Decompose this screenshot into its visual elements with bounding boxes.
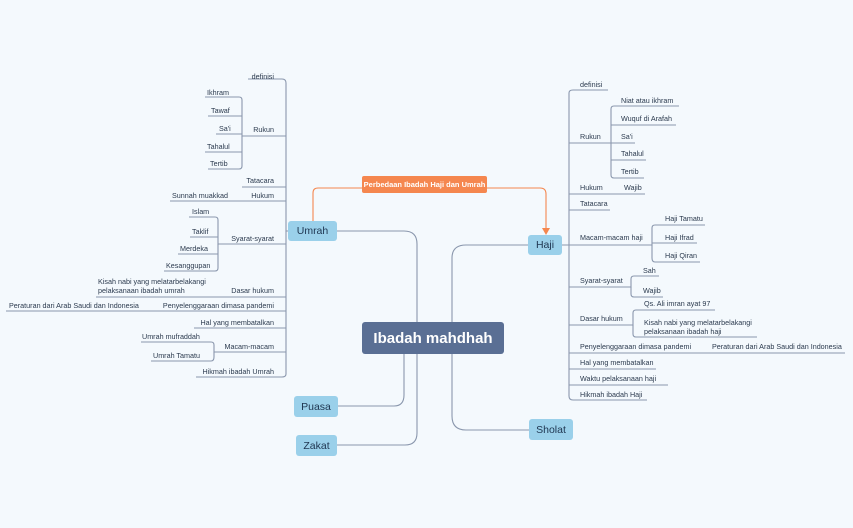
- haji-rukun-item[interactable]: Tahalul: [621, 149, 644, 158]
- haji-waktu[interactable]: Waktu pelaksanaan haji: [580, 374, 657, 383]
- callout-link-umrah: [312, 187, 362, 221]
- umrah-macam-item[interactable]: Umrah Tamatu: [153, 351, 201, 360]
- umrah-hukum[interactable]: Hukum: [251, 191, 274, 200]
- umrah-macam[interactable]: Macam-macam: [224, 342, 274, 351]
- topic-zakat[interactable]: Zakat: [296, 435, 337, 456]
- link-umrah-trunk-down: [196, 230, 288, 378]
- umrah-definisi[interactable]: definisi: [251, 72, 274, 81]
- umrah-macam-item[interactable]: Umrah mufraddah: [142, 332, 200, 341]
- link-haji-trunk-up: [556, 89, 608, 246]
- haji-hukum[interactable]: Hukum: [580, 183, 603, 192]
- haji-syarat-item[interactable]: Sah: [643, 266, 656, 275]
- umrah-membatalkan[interactable]: Hal yang membatalkan: [200, 318, 274, 327]
- umrah-tatacara[interactable]: Tatacara: [246, 176, 274, 185]
- umrah-rukun[interactable]: Rukun: [253, 125, 274, 134]
- callout-perbedaan[interactable]: Perbedaan Ibadah Haji dan Umrah: [362, 176, 487, 193]
- haji-macam-item[interactable]: Haji Tamatu: [665, 214, 703, 223]
- haji-penyelenggaraan[interactable]: Penyelenggaraan dimasa pandemi: [580, 342, 692, 351]
- topic-puasa[interactable]: Puasa: [294, 396, 338, 417]
- umrah-rukun-item[interactable]: Ikhram: [207, 88, 229, 97]
- haji-rukun[interactable]: Rukun: [580, 132, 601, 141]
- haji-macam-item[interactable]: Haji Qiran: [665, 251, 697, 260]
- haji-hikmah[interactable]: Hikmah ibadah Haji: [580, 390, 643, 399]
- haji-membatalkan[interactable]: Hal yang membatalkan: [580, 358, 654, 367]
- umrah-hikmah[interactable]: Hikmah ibadah Umrah: [202, 367, 274, 376]
- umrah-dasar-item[interactable]: Kisah nabi yang melatarbelakangi pelaksa…: [98, 277, 206, 295]
- umrah-penyelenggaraan-item[interactable]: Peraturan dari Arab Saudi dan Indonesia: [9, 301, 139, 310]
- haji-dasar-item[interactable]: Qs. Ali imran ayat 97: [644, 299, 711, 308]
- haji-macam[interactable]: Macam-macam haji: [580, 233, 643, 242]
- haji-rukun-item[interactable]: Niat atau ikhram: [621, 96, 674, 105]
- umrah-syarat-item[interactable]: Kesanggupan: [166, 261, 211, 270]
- umrah-syarat-item[interactable]: Islam: [192, 207, 210, 216]
- haji-syarat[interactable]: Syarat-syarat: [580, 276, 623, 285]
- haji-hukum-item[interactable]: Wajib: [624, 183, 642, 192]
- haji-macam-item[interactable]: Haji Ifrad: [665, 233, 694, 242]
- haji-dasar-hukum[interactable]: Dasar hukum: [580, 314, 623, 323]
- link-central-zakat: [337, 337, 418, 446]
- umrah-rukun-item[interactable]: Tawaf: [211, 106, 230, 115]
- umrah-hukum-item[interactable]: Sunnah muakkad: [172, 191, 228, 200]
- haji-definisi[interactable]: definisi: [580, 80, 603, 89]
- umrah-syarat[interactable]: Syarat-syarat: [231, 234, 274, 243]
- umrah-syarat-item[interactable]: Taklif: [192, 227, 209, 236]
- haji-dasar-item[interactable]: Kisah nabi yang melatarbelakangi pelaksa…: [644, 318, 752, 336]
- haji-tatacara[interactable]: Tatacara: [580, 199, 608, 208]
- umrah-penyelenggaraan[interactable]: Penyelenggaraan dimasa pandemi: [162, 301, 274, 310]
- central-topic[interactable]: Ibadah mahdhah: [362, 322, 504, 354]
- umrah-rukun-item[interactable]: Sa'i: [219, 124, 231, 133]
- topic-sholat[interactable]: Sholat: [529, 419, 573, 440]
- haji-rukun-item[interactable]: Tertib: [621, 167, 639, 176]
- callout-link-haji: [487, 187, 547, 228]
- haji-rukun-item[interactable]: Sa'i: [621, 132, 633, 141]
- callout-arrowhead: [542, 228, 550, 235]
- haji-penyelenggaraan-item[interactable]: Peraturan dari Arab Saudi dan Indonesia: [712, 342, 842, 351]
- link-umrah-trunk-up: [248, 78, 288, 232]
- umrah-rukun-item[interactable]: Tertib: [210, 159, 228, 168]
- umrah-syarat-item[interactable]: Merdeka: [180, 244, 208, 253]
- umrah-dasar-hukum[interactable]: Dasar hukum: [231, 286, 274, 295]
- haji-syarat-item[interactable]: Wajib: [643, 286, 661, 295]
- haji-rukun-item[interactable]: Wuquf di Arafah: [621, 114, 673, 123]
- topic-umrah[interactable]: Umrah: [288, 221, 337, 241]
- link-haji-trunk-down: [556, 244, 647, 401]
- topic-haji[interactable]: Haji: [528, 235, 562, 255]
- umrah-rukun-item[interactable]: Tahalul: [207, 142, 230, 151]
